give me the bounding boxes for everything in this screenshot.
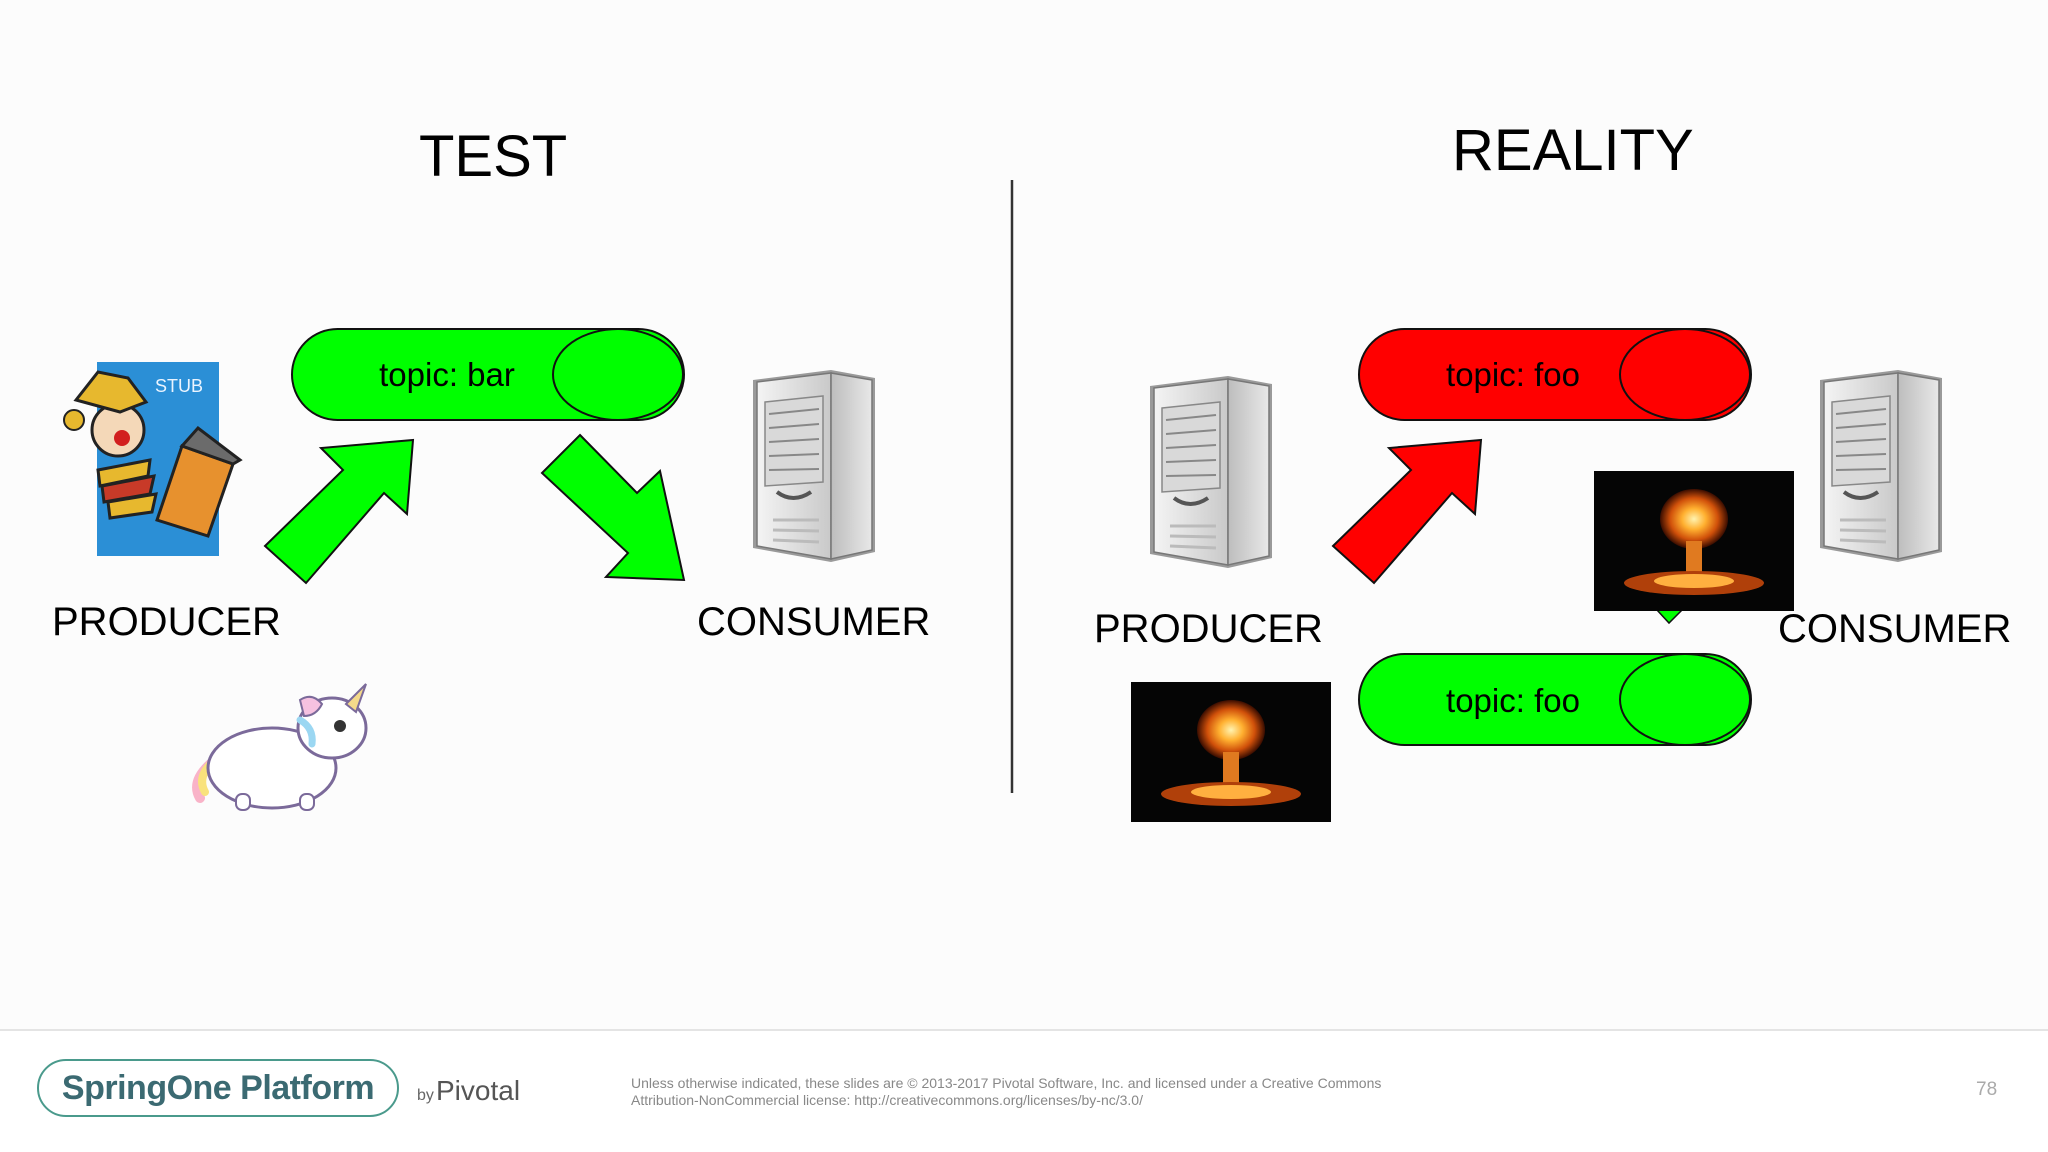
server-icon bbox=[1818, 368, 1944, 564]
topic-bar-label: topic: bar bbox=[379, 356, 515, 393]
brand-name: SpringOne Platform bbox=[61, 1068, 375, 1107]
topic-foo-red-cylinder bbox=[1358, 328, 1752, 421]
stub-label: STUB bbox=[155, 376, 203, 396]
test-producer-label: PRODUCER bbox=[52, 600, 281, 644]
by-text: by bbox=[417, 1087, 434, 1104]
topic-foo-bottom-label: topic: foo bbox=[1446, 682, 1580, 719]
stub-jack-in-the-box-icon bbox=[63, 362, 243, 556]
legal-line-1: Unless otherwise indicated, these slides… bbox=[631, 1075, 1382, 1091]
arrow-produce-reality bbox=[1331, 438, 1483, 585]
legal-line-2: Attribution-NonCommercial license: http:… bbox=[631, 1092, 1143, 1108]
arrow-produce-test bbox=[263, 438, 415, 585]
page-number: 78 bbox=[1976, 1079, 1998, 1100]
reality-title: REALITY bbox=[1452, 118, 1694, 183]
pivotal-logo: Pivotal bbox=[436, 1075, 521, 1106]
diagram-canvas: STUB bbox=[63, 180, 1944, 822]
unicorn-icon bbox=[192, 683, 368, 811]
reality-producer-label: PRODUCER bbox=[1094, 607, 1323, 651]
footer: SpringOne Platform by Pivotal Unless oth… bbox=[0, 1029, 2048, 1152]
topic-foo-green-cylinder bbox=[1358, 653, 1752, 746]
topic-bar-cylinder bbox=[291, 328, 685, 421]
server-icon bbox=[751, 368, 877, 564]
test-consumer-label: CONSUMER bbox=[697, 600, 931, 644]
explosion-image bbox=[1594, 471, 1794, 611]
server-icon bbox=[1148, 374, 1274, 570]
arrow-consume-reality bbox=[1655, 609, 1684, 625]
legal-notice: Unless otherwise indicated, these slides… bbox=[631, 1075, 1381, 1109]
topic-foo-top-label: topic: foo bbox=[1446, 356, 1580, 393]
arrow-consume-test bbox=[540, 433, 686, 582]
test-title: TEST bbox=[419, 124, 568, 189]
explosion-image bbox=[1131, 682, 1331, 822]
reality-consumer-label: CONSUMER bbox=[1778, 607, 2012, 651]
springone-platform-logo: SpringOne Platform bbox=[37, 1059, 399, 1117]
